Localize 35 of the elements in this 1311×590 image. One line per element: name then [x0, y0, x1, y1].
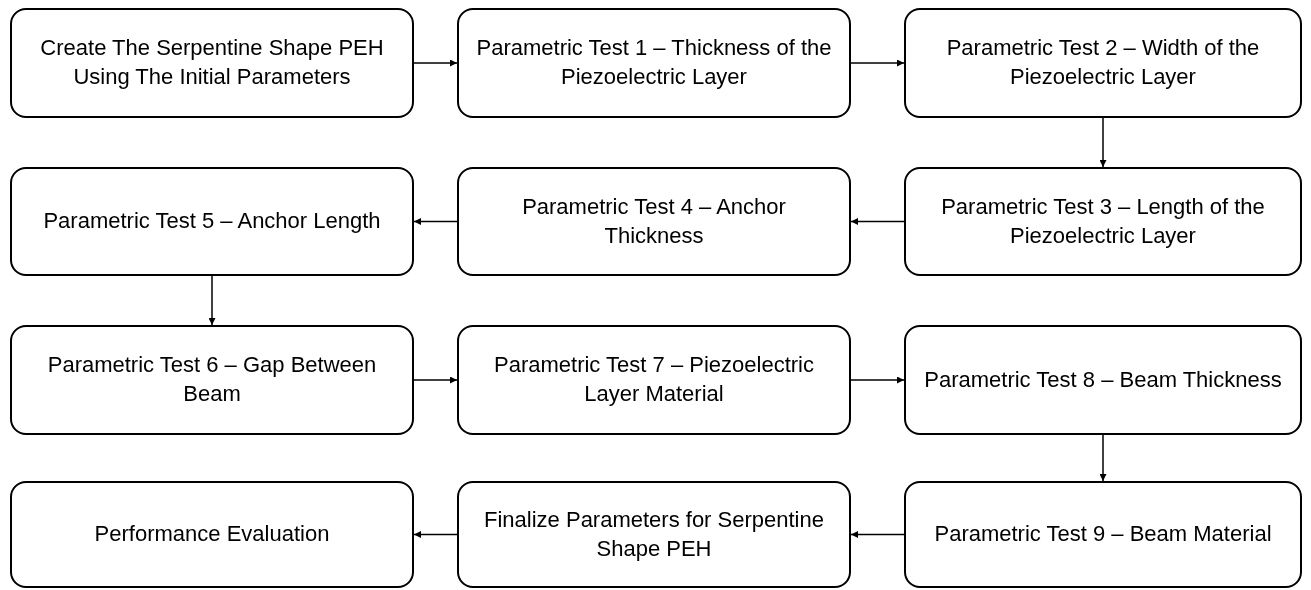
arrow [850, 218, 905, 225]
step-text: Parametric Test 4 – Anchor Thickness [521, 192, 787, 250]
arrow [413, 59, 458, 67]
process-box [904, 325, 1302, 435]
step-text: Parametric Test 7 – Piezoelectric Layer Material [493, 351, 815, 408]
arrow [1099, 117, 1107, 168]
arrow [413, 218, 458, 225]
process-box [904, 167, 1302, 276]
step-text: Parametric Test 9 – Beam Material [934, 520, 1272, 549]
step-text: Parametric Test 1 – Thickness of the Piezoelectric Layer [475, 34, 833, 91]
arrow [850, 531, 905, 538]
step-text: Parametric Test 2 – Width of the Piezoelectric Layer [945, 34, 1261, 91]
step-text: Performance Evaluation [94, 520, 330, 549]
arrow [413, 376, 458, 384]
arrow [850, 59, 905, 67]
step-text: Parametric Test 8 – Beam Thickness [924, 365, 1282, 394]
process-box [10, 8, 414, 118]
process-box [10, 481, 414, 588]
arrow [850, 376, 905, 384]
process-box [10, 325, 414, 435]
process-box [904, 481, 1302, 588]
process-box [904, 8, 1302, 118]
step-text: Create The Serpentine Shape PEH Using The Initial Parameters [39, 34, 385, 91]
process-box [457, 8, 851, 118]
process-box [457, 481, 851, 588]
step-text: Parametric Test 6 – Gap Between Beam [46, 351, 378, 408]
step-text: Parametric Test 3 – Length of the Piezoelectric Layer [940, 192, 1266, 250]
process-box [10, 167, 414, 276]
process-box [457, 325, 851, 435]
process-box [457, 167, 851, 276]
arrow [208, 275, 216, 326]
arrow [1099, 434, 1107, 482]
step-text: Parametric Test 5 – Anchor Length [43, 207, 381, 236]
arrow [413, 531, 458, 538]
step-text: Finalize Parameters for Serpentine Shape PEH [483, 505, 825, 563]
